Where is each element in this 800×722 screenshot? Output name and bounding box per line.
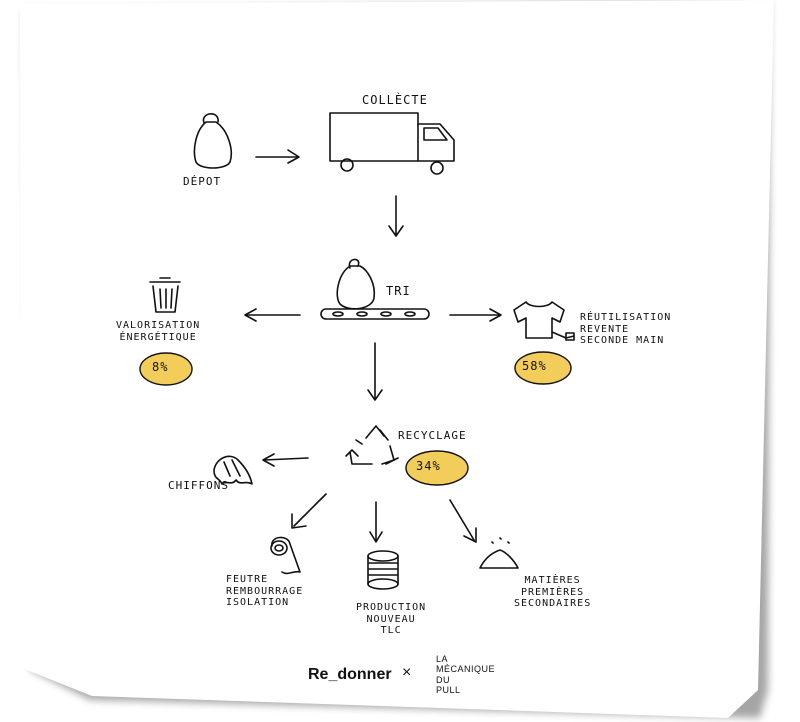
logo-redonner: Re_donner	[308, 666, 392, 683]
label-valorisation: VALORISATION ÉNERGÉTIQUE	[116, 320, 201, 343]
label-feutre: FEUTRE REMBOURRAGE ISOLATION	[226, 574, 304, 608]
rag-icon	[213, 455, 253, 485]
label-depot: DÉPOT	[183, 175, 222, 188]
cross-symbol: ×	[402, 664, 412, 681]
badge-58-text: 58%	[522, 359, 547, 373]
tshirt-icon	[513, 301, 575, 341]
arrow-recyclage-chiffons	[262, 453, 309, 467]
badge-8-bg	[139, 352, 193, 386]
label-tri: TRI	[386, 284, 411, 298]
arrow-tri-recyclage	[367, 342, 383, 401]
arrow-recyclage-production	[369, 501, 383, 543]
label-reutilisation: RÉUTILISATION REVENTE SECONDE MAIN	[580, 312, 672, 346]
truck-icon	[329, 112, 455, 175]
spool-icon	[367, 550, 399, 590]
arrow-collecte-tri	[388, 195, 404, 237]
arrow-recyclage-feutre	[291, 493, 327, 529]
recycle-icon	[345, 425, 399, 465]
label-collecte: COLLÈCTE	[362, 93, 428, 107]
badge-34-text: 34%	[416, 459, 441, 473]
badge-58-bg	[514, 351, 572, 385]
arrow-tri-valorisation	[244, 308, 301, 322]
arrow-recyclage-matieres	[449, 499, 477, 543]
label-chiffons: CHIFFONS	[168, 479, 229, 492]
bag-icon	[193, 113, 232, 169]
arrow-tri-reutilisation	[449, 308, 502, 322]
trash-bin-icon	[149, 277, 181, 313]
label-recyclage: RECYCLAGE	[398, 429, 467, 442]
arrow-depot-collecte	[255, 149, 300, 164]
powder-pile-icon	[479, 537, 519, 569]
conveyor-bag-icon	[320, 258, 430, 320]
badge-34-bg	[405, 450, 469, 486]
label-production: PRODUCTION NOUVEAU TLC	[356, 602, 427, 636]
label-matieres: MATIÈRES PREMIÈRES SECONDAIRES	[514, 575, 592, 609]
badge-8-text: 8%	[152, 360, 169, 374]
felt-roll-icon	[270, 536, 301, 575]
logo-mecanique-du-pull: LA MÉCANIQUE DU PULL	[436, 654, 496, 696]
